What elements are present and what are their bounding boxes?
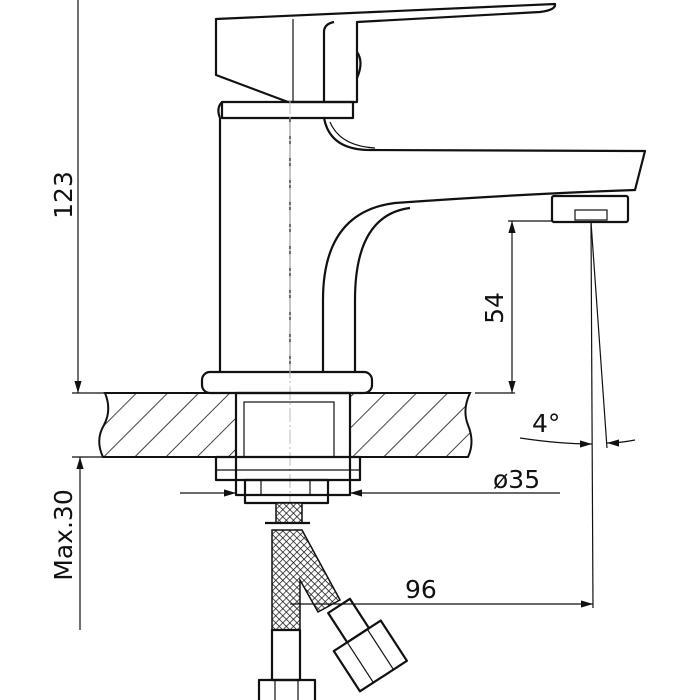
mounting-shank [214,391,362,505]
dim-123-label: 123 [49,171,78,219]
dim-35-label: ø35 [493,465,540,494]
dimension-max-thickness: Max.30 [49,456,103,630]
dimension-spout-height: 54 [475,220,552,394]
dim-max30-label: Max.30 [49,489,78,580]
faucet-body [217,100,355,372]
aerator [550,194,630,224]
supply-hoses [257,502,409,700]
spout [321,117,647,372]
dimension-reach: 96 [290,575,593,608]
dim-96-label: 96 [405,575,437,604]
dim-54-label: 54 [480,292,509,324]
base-flange [200,370,374,395]
lever-handle [214,2,557,104]
dimension-overall-height: 123 [49,0,105,394]
dimension-spout-angle: 4° [519,221,636,609]
dimension-hole-diameter: ø35 [180,465,560,497]
dim-4deg-label: 4° [532,409,560,438]
countertop-section [98,392,473,458]
